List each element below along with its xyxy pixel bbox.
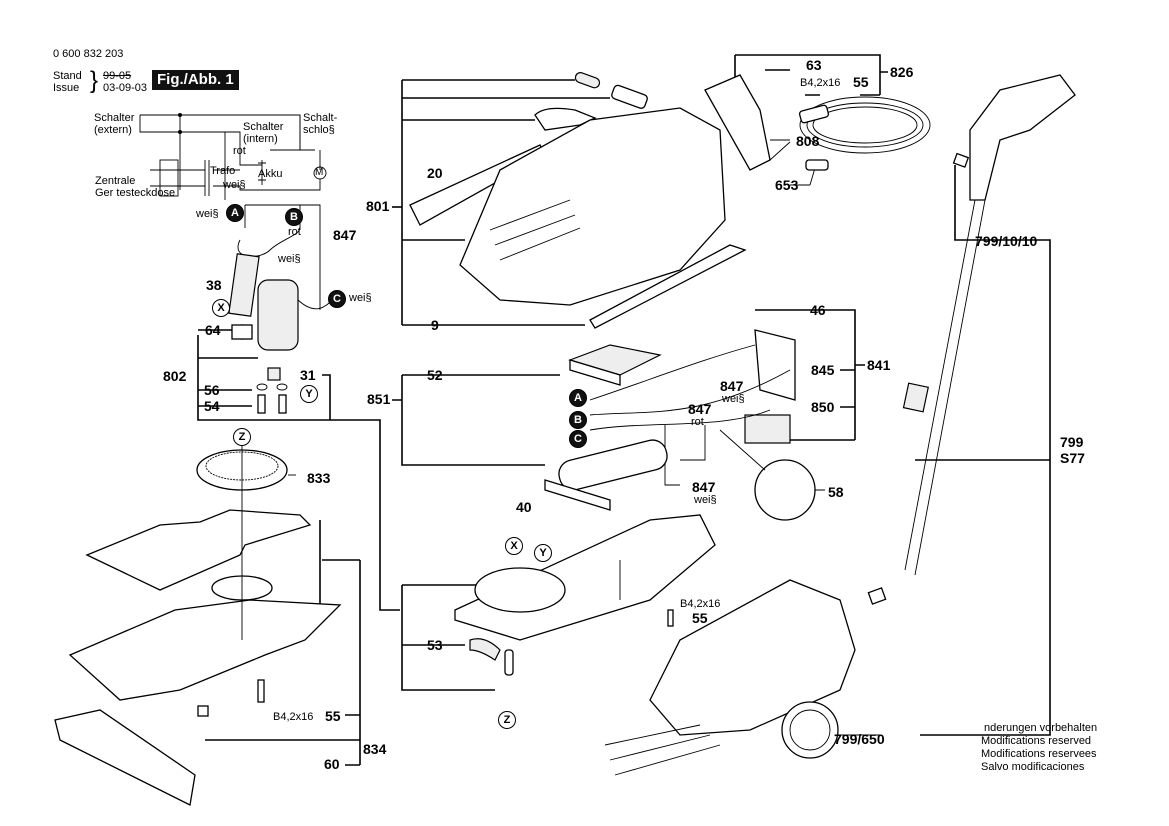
issue-label: Issue: [53, 82, 80, 94]
screw-spec-base: B4,2x16: [680, 598, 721, 610]
schematic-label-white: wei§: [223, 179, 246, 191]
schematic-label-central: Zentrale: [95, 175, 136, 187]
brace-icon: }: [90, 67, 99, 94]
schematic-label-switch-lock-2: schlo§: [303, 124, 335, 136]
part-847-red-label: rot: [691, 416, 704, 428]
wire-a-color: wei§: [196, 208, 219, 220]
callout-brackets-left: [197, 329, 400, 766]
doc-number: 0 600 832 203: [53, 48, 124, 60]
schematic-label-switch-lock: Schalt-: [303, 112, 338, 124]
schematic-label-switch-internal-2: (intern): [243, 133, 278, 145]
part-841[interactable]: 841: [867, 357, 891, 373]
part-799-10-10[interactable]: 799/10/10: [975, 233, 1038, 249]
part-826[interactable]: 826: [890, 64, 914, 80]
issue-value: 03-09-03: [103, 82, 148, 94]
part-851[interactable]: 851: [367, 391, 391, 407]
part-64[interactable]: 64: [205, 322, 221, 338]
notice-german: nderungen vorbehalten: [984, 722, 1098, 734]
wiring-schematic: [139, 113, 327, 200]
notice-spanish: Salvo modificaciones: [981, 761, 1085, 773]
electronics-drawing: [392, 309, 865, 521]
schematic-label-red: rot: [233, 145, 246, 157]
ref-y-marker-base: Y: [534, 544, 552, 562]
part-55-base[interactable]: 55: [692, 610, 708, 626]
blade-assembly-drawing: [54, 440, 342, 806]
part-847-white-1-label: wei§: [722, 393, 745, 405]
part-847-white-2-label: wei§: [694, 494, 717, 506]
part-S77[interactable]: S77: [1060, 450, 1085, 466]
stand-label: Stand: [53, 70, 82, 82]
part-801[interactable]: 801: [366, 198, 390, 214]
wire-c-marker-battery: C: [569, 430, 587, 448]
wire-a-marker-battery: A: [569, 389, 587, 407]
schematic-label-switch-external-2: (extern): [94, 124, 132, 136]
part-847-white-1[interactable]: 847: [720, 378, 744, 394]
schematic-label-transformer: Trafo: [210, 165, 236, 177]
ref-y-marker: Y: [300, 385, 318, 403]
wire-mid-color: wei§: [278, 253, 301, 265]
part-850[interactable]: 850: [811, 399, 835, 415]
part-63[interactable]: 63: [806, 57, 822, 73]
wire-a-marker: A: [226, 204, 244, 222]
screw-spec-blade: B4,2x16: [273, 711, 314, 723]
housing-upper-drawing: [392, 72, 747, 329]
wire-b-marker: B: [285, 208, 303, 226]
part-56[interactable]: 56: [204, 382, 220, 398]
part-52[interactable]: 52: [427, 367, 443, 383]
part-20[interactable]: 20: [427, 165, 443, 181]
motor-assembly-drawing: [228, 204, 336, 414]
figure-label: Fig./Abb. 1: [152, 70, 239, 90]
part-53[interactable]: 53: [427, 637, 443, 653]
ref-z-marker-base: Z: [498, 711, 516, 729]
schematic-label-switch-internal: Schalter: [243, 121, 284, 133]
schematic-label-battery: Akku: [258, 168, 283, 180]
cord-assembly-drawing: [704, 54, 931, 186]
wire-c-marker: C: [328, 290, 346, 308]
wire-b-color: rot: [288, 226, 301, 238]
ref-x-marker-base: X: [505, 537, 523, 555]
part-60[interactable]: 60: [324, 756, 340, 772]
screw-spec-cover: B4,2x16: [800, 77, 841, 89]
part-802[interactable]: 802: [163, 368, 187, 384]
housing-lower-drawing: [401, 514, 716, 691]
wire-c-color: wei§: [349, 292, 372, 304]
part-40[interactable]: 40: [516, 499, 532, 515]
part-653[interactable]: 653: [775, 177, 799, 193]
part-847-red[interactable]: 847: [688, 401, 712, 417]
part-799[interactable]: 799: [1060, 434, 1084, 450]
schematic-label-device-socket: Ger testeckdose: [95, 187, 176, 199]
part-799-650[interactable]: 799/650: [834, 731, 885, 747]
part-9[interactable]: 9: [431, 317, 439, 333]
part-46[interactable]: 46: [810, 302, 826, 318]
schematic-label-switch-external: Schalter: [94, 112, 135, 124]
stand-value: 99-05: [103, 70, 132, 82]
part-55-cover[interactable]: 55: [853, 74, 869, 90]
notice-french: Modifications reservees: [981, 748, 1097, 760]
wire-b-marker-battery: B: [569, 411, 587, 429]
part-31[interactable]: 31: [300, 367, 316, 383]
part-808[interactable]: 808: [796, 133, 820, 149]
part-847-white-2[interactable]: 847: [692, 479, 716, 495]
part-845[interactable]: 845: [811, 362, 835, 378]
part-58[interactable]: 58: [828, 484, 844, 500]
part-38[interactable]: 38: [206, 277, 222, 293]
long-handle-tool-drawing: [604, 74, 1076, 776]
notice-english: Modifications reserved: [981, 735, 1092, 747]
part-847-motor[interactable]: 847: [333, 227, 357, 243]
part-834[interactable]: 834: [363, 741, 387, 757]
ref-z-marker-gear: Z: [233, 428, 251, 446]
motor-symbol-icon: M: [315, 167, 324, 178]
part-55-blade[interactable]: 55: [325, 708, 341, 724]
ref-x-marker: X: [212, 299, 230, 317]
part-833[interactable]: 833: [307, 470, 331, 486]
part-54[interactable]: 54: [204, 398, 220, 414]
